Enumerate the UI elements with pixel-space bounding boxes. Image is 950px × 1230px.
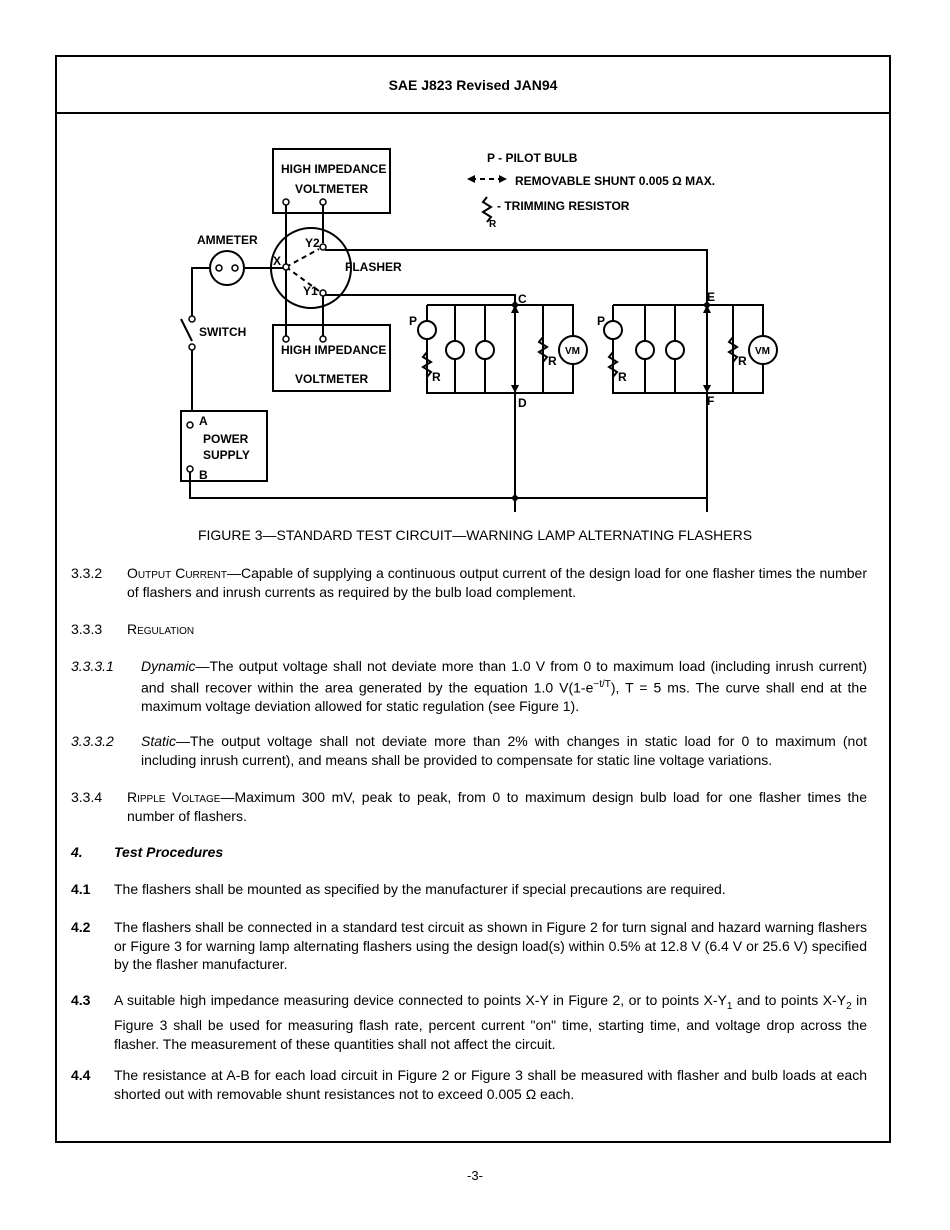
- terminal-b-label: B: [199, 468, 208, 482]
- section-text: The flashers shall be connected in a sta…: [114, 919, 867, 972]
- section-title: Regulation: [127, 621, 195, 637]
- hiv-top-label-2: VOLTMETER: [295, 182, 368, 196]
- section-text: —Capable of supplying a continuous outpu…: [127, 565, 867, 600]
- section-text: —Maximum 300 mV, peak to peak, from 0 to…: [127, 789, 867, 824]
- subscript-1: 1: [726, 1000, 733, 1012]
- section-4: 4. Test Procedures: [57, 843, 893, 863]
- vm-label-2: VM: [755, 346, 770, 357]
- section-number: 4.4: [71, 1067, 91, 1083]
- figure-caption: FIGURE 3—STANDARD TEST CIRCUIT—WARNING L…: [197, 527, 753, 543]
- section-text-b: ), T = 5 ms. The curve shall end at the …: [141, 679, 867, 714]
- hiv-bottom-box: [272, 324, 391, 392]
- trim-r-label-3: R: [618, 370, 627, 384]
- section-3-3-4: 3.3.4 Ripple Voltage—Maximum 300 mV, pea…: [57, 788, 893, 828]
- section-number: 4.3: [71, 992, 91, 1008]
- terminal-a-label: A: [199, 414, 208, 428]
- power-label-2: SUPPLY: [203, 448, 250, 462]
- section-3-3-3-1: 3.3.3.1 Dynamic—The output voltage shall…: [57, 657, 893, 715]
- legend-pilot: P - PILOT BULB: [487, 151, 578, 165]
- section-text-b: and to points X-Y: [732, 992, 847, 1008]
- point-f-label: F: [707, 394, 714, 408]
- section-number: 3.3.3.2: [71, 733, 114, 749]
- y2-label: Y2: [305, 236, 320, 250]
- point-c-label: C: [518, 292, 527, 306]
- pilot-bulb-p-label-1: P: [409, 314, 417, 328]
- power-supply-box: [180, 410, 268, 482]
- subscript-2: 2: [846, 1000, 852, 1012]
- point-d-label: D: [518, 396, 527, 410]
- ammeter-circle: [209, 250, 245, 286]
- trim-r-label-4: R: [738, 354, 747, 368]
- section-text-a: —The output voltage shall not deviate mo…: [141, 658, 867, 696]
- section-4-2: 4.2 The flashers shall be connected in a…: [57, 918, 893, 976]
- section-4-4: 4.4 The resistance at A-B for each load …: [57, 1066, 893, 1106]
- section-title: Static: [141, 733, 177, 749]
- section-4-3: 4.3 A suitable high impedance measuring …: [57, 991, 893, 1052]
- hiv-bottom-label-1: HIGH IMPEDANCE: [281, 343, 386, 357]
- section-4-1: 4.1 The flashers shall be mounted as spe…: [57, 880, 893, 900]
- section-number: 3.3.2: [71, 565, 103, 581]
- section-title: Test Procedures: [114, 844, 224, 860]
- point-e-label: E: [707, 290, 715, 304]
- page-number: -3-: [467, 1168, 483, 1183]
- section-title: Dynamic: [141, 658, 196, 674]
- power-label-1: POWER: [203, 432, 249, 446]
- vm-label-1: VM: [565, 346, 580, 357]
- legend-shunt: REMOVABLE SHUNT 0.005 Ω MAX.: [515, 174, 715, 188]
- document-header: SAE J823 Revised JAN94: [57, 57, 889, 114]
- section-3-3-3-2: 3.3.3.2 Static—The output voltage shall …: [57, 732, 893, 772]
- section-3-3-2: 3.3.2 Output Current—Capable of supplyin…: [57, 564, 893, 604]
- legend-trim-r: R: [489, 219, 497, 230]
- section-text: The resistance at A-B for each load circ…: [114, 1067, 867, 1102]
- exponent: −t/T: [593, 678, 611, 690]
- document-title: SAE J823 Revised JAN94: [388, 76, 558, 93]
- section-number: 3.3.3: [71, 621, 103, 637]
- section-title: Output Current: [127, 565, 227, 581]
- trim-r-label-2: R: [548, 354, 557, 368]
- section-text: —The output voltage shall not deviate mo…: [141, 733, 867, 768]
- hiv-bottom-label-2: VOLTMETER: [295, 372, 368, 386]
- circuit-diagram: HIGH IMPEDANCE VOLTMETER HIGH IMPEDANCE …: [180, 148, 778, 512]
- section-number: 3.3.4: [71, 789, 103, 805]
- ammeter-label: AMMETER: [197, 233, 258, 247]
- section-title: Ripple Voltage: [127, 789, 221, 805]
- page-frame: SAE J823 Revised JAN94: [55, 55, 891, 1143]
- section-text: The flashers shall be mounted as specifi…: [114, 881, 726, 897]
- trim-r-label-1: R: [432, 370, 441, 384]
- section-number: 3.3.3.1: [71, 658, 114, 674]
- x-label: X: [273, 254, 281, 268]
- section-number: 4.: [71, 844, 83, 860]
- section-text-a: A suitable high impedance measuring devi…: [114, 992, 727, 1008]
- legend-trim: - TRIMMING RESISTOR: [497, 199, 630, 213]
- section-text-c: in Figure 3 shall be used for measuring …: [114, 992, 867, 1052]
- switch-label: SWITCH: [199, 325, 246, 339]
- section-3-3-3: 3.3.3 Regulation: [57, 620, 893, 640]
- section-number: 4.1: [71, 881, 91, 897]
- pilot-bulb-p-label-2: P: [597, 314, 605, 328]
- hiv-top-box: [272, 148, 391, 214]
- hiv-top-label-1: HIGH IMPEDANCE: [281, 162, 386, 176]
- y1-label: Y1: [303, 284, 318, 298]
- flasher-label: FLASHER: [345, 260, 402, 274]
- section-number: 4.2: [71, 919, 91, 935]
